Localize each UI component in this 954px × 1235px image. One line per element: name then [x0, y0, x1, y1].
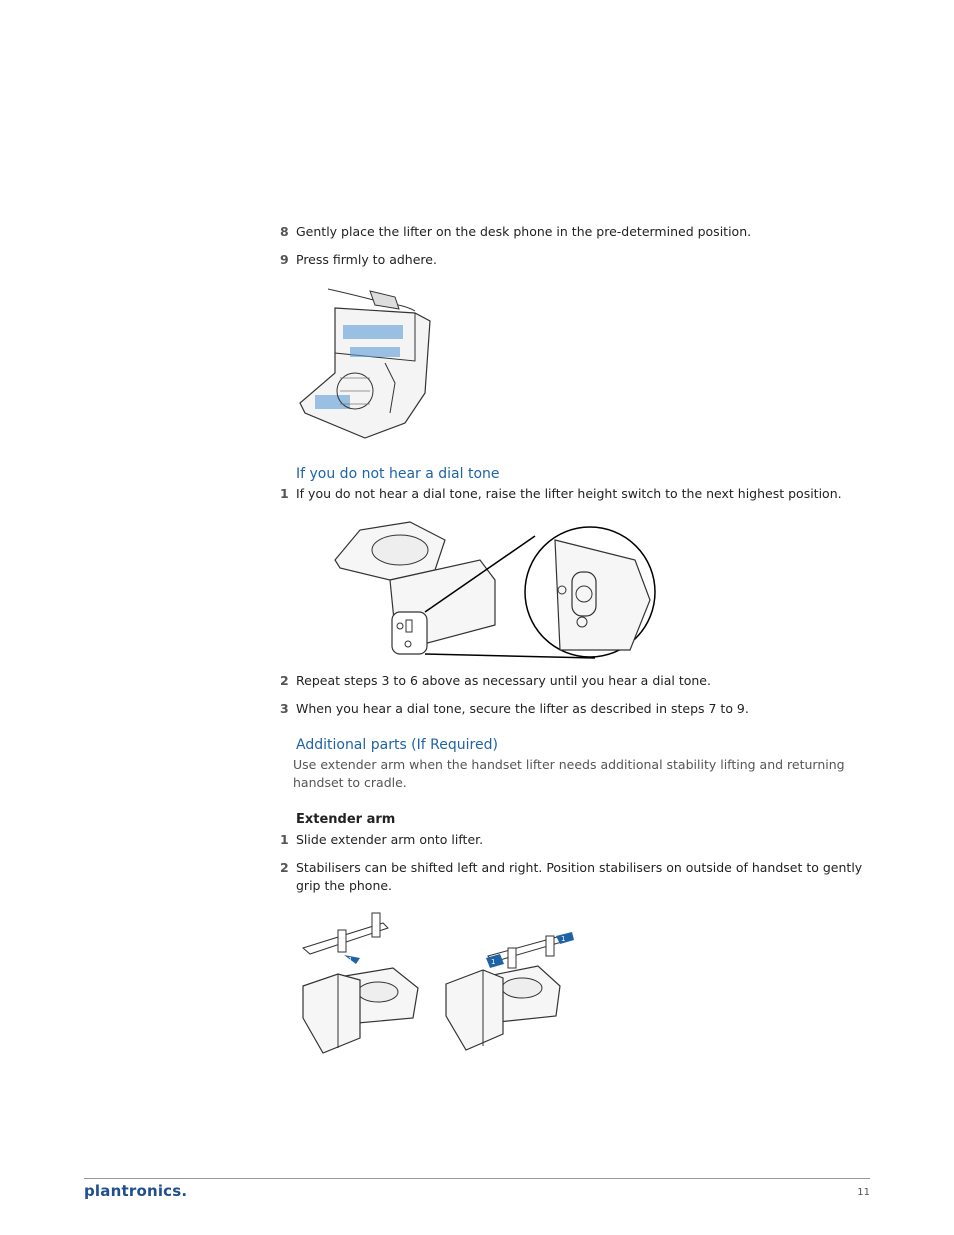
extender-arm-illustration: 1 1 1 [301, 912, 574, 1054]
step-number: 1 [280, 832, 289, 847]
figure-marker: 1 [348, 956, 352, 964]
dial-tone-step-2: 2 Repeat steps 3 to 6 above as necessary… [280, 672, 711, 690]
dial-tone-heading: If you do not hear a dial tone [296, 466, 500, 482]
step-text: If you do not hear a dial tone, raise th… [296, 486, 842, 501]
height-switch-illustration [334, 521, 656, 659]
step-text: Stabilisers can be shifted left and righ… [296, 860, 863, 893]
step-number: 8 [280, 224, 289, 239]
extender-step-2: 2 Stabilisers can be shifted left and ri… [280, 859, 870, 895]
footer-divider [84, 1178, 870, 1179]
step-number: 2 [280, 673, 289, 688]
step-number: 3 [280, 701, 289, 716]
dial-tone-step-3: 3 When you hear a dial tone, secure the … [280, 700, 749, 718]
figure-marker: 1 [561, 935, 565, 943]
step-number: 9 [280, 252, 289, 267]
additional-parts-intro: Use extender arm when the handset lifter… [293, 757, 845, 790]
step-9: 9 Press firmly to adhere. [280, 251, 437, 269]
step-number: 2 [280, 860, 289, 875]
plantronics-logo: plantronics. [84, 1182, 188, 1200]
step-number: 1 [280, 486, 289, 501]
step-8: 8 Gently place the lifter on the desk ph… [280, 223, 751, 241]
additional-parts-heading: Additional parts (If Required) [296, 737, 498, 753]
extender-arm-heading: Extender arm [296, 812, 396, 827]
extender-step-1: 1 Slide extender arm onto lifter. [280, 831, 483, 849]
step-text: Slide extender arm onto lifter. [296, 832, 484, 847]
figure-marker: 1 [491, 958, 495, 966]
step-text: Press firmly to adhere. [296, 252, 437, 267]
step-text: When you hear a dial tone, secure the li… [296, 701, 749, 716]
lifter-adhere-illustration [299, 288, 431, 439]
step-text: Gently place the lifter on the desk phon… [296, 224, 752, 239]
step-text: Repeat steps 3 to 6 above as necessary u… [296, 673, 711, 688]
dial-tone-step-1: 1 If you do not hear a dial tone, raise … [280, 485, 842, 503]
page-number: 11 [857, 1187, 870, 1198]
